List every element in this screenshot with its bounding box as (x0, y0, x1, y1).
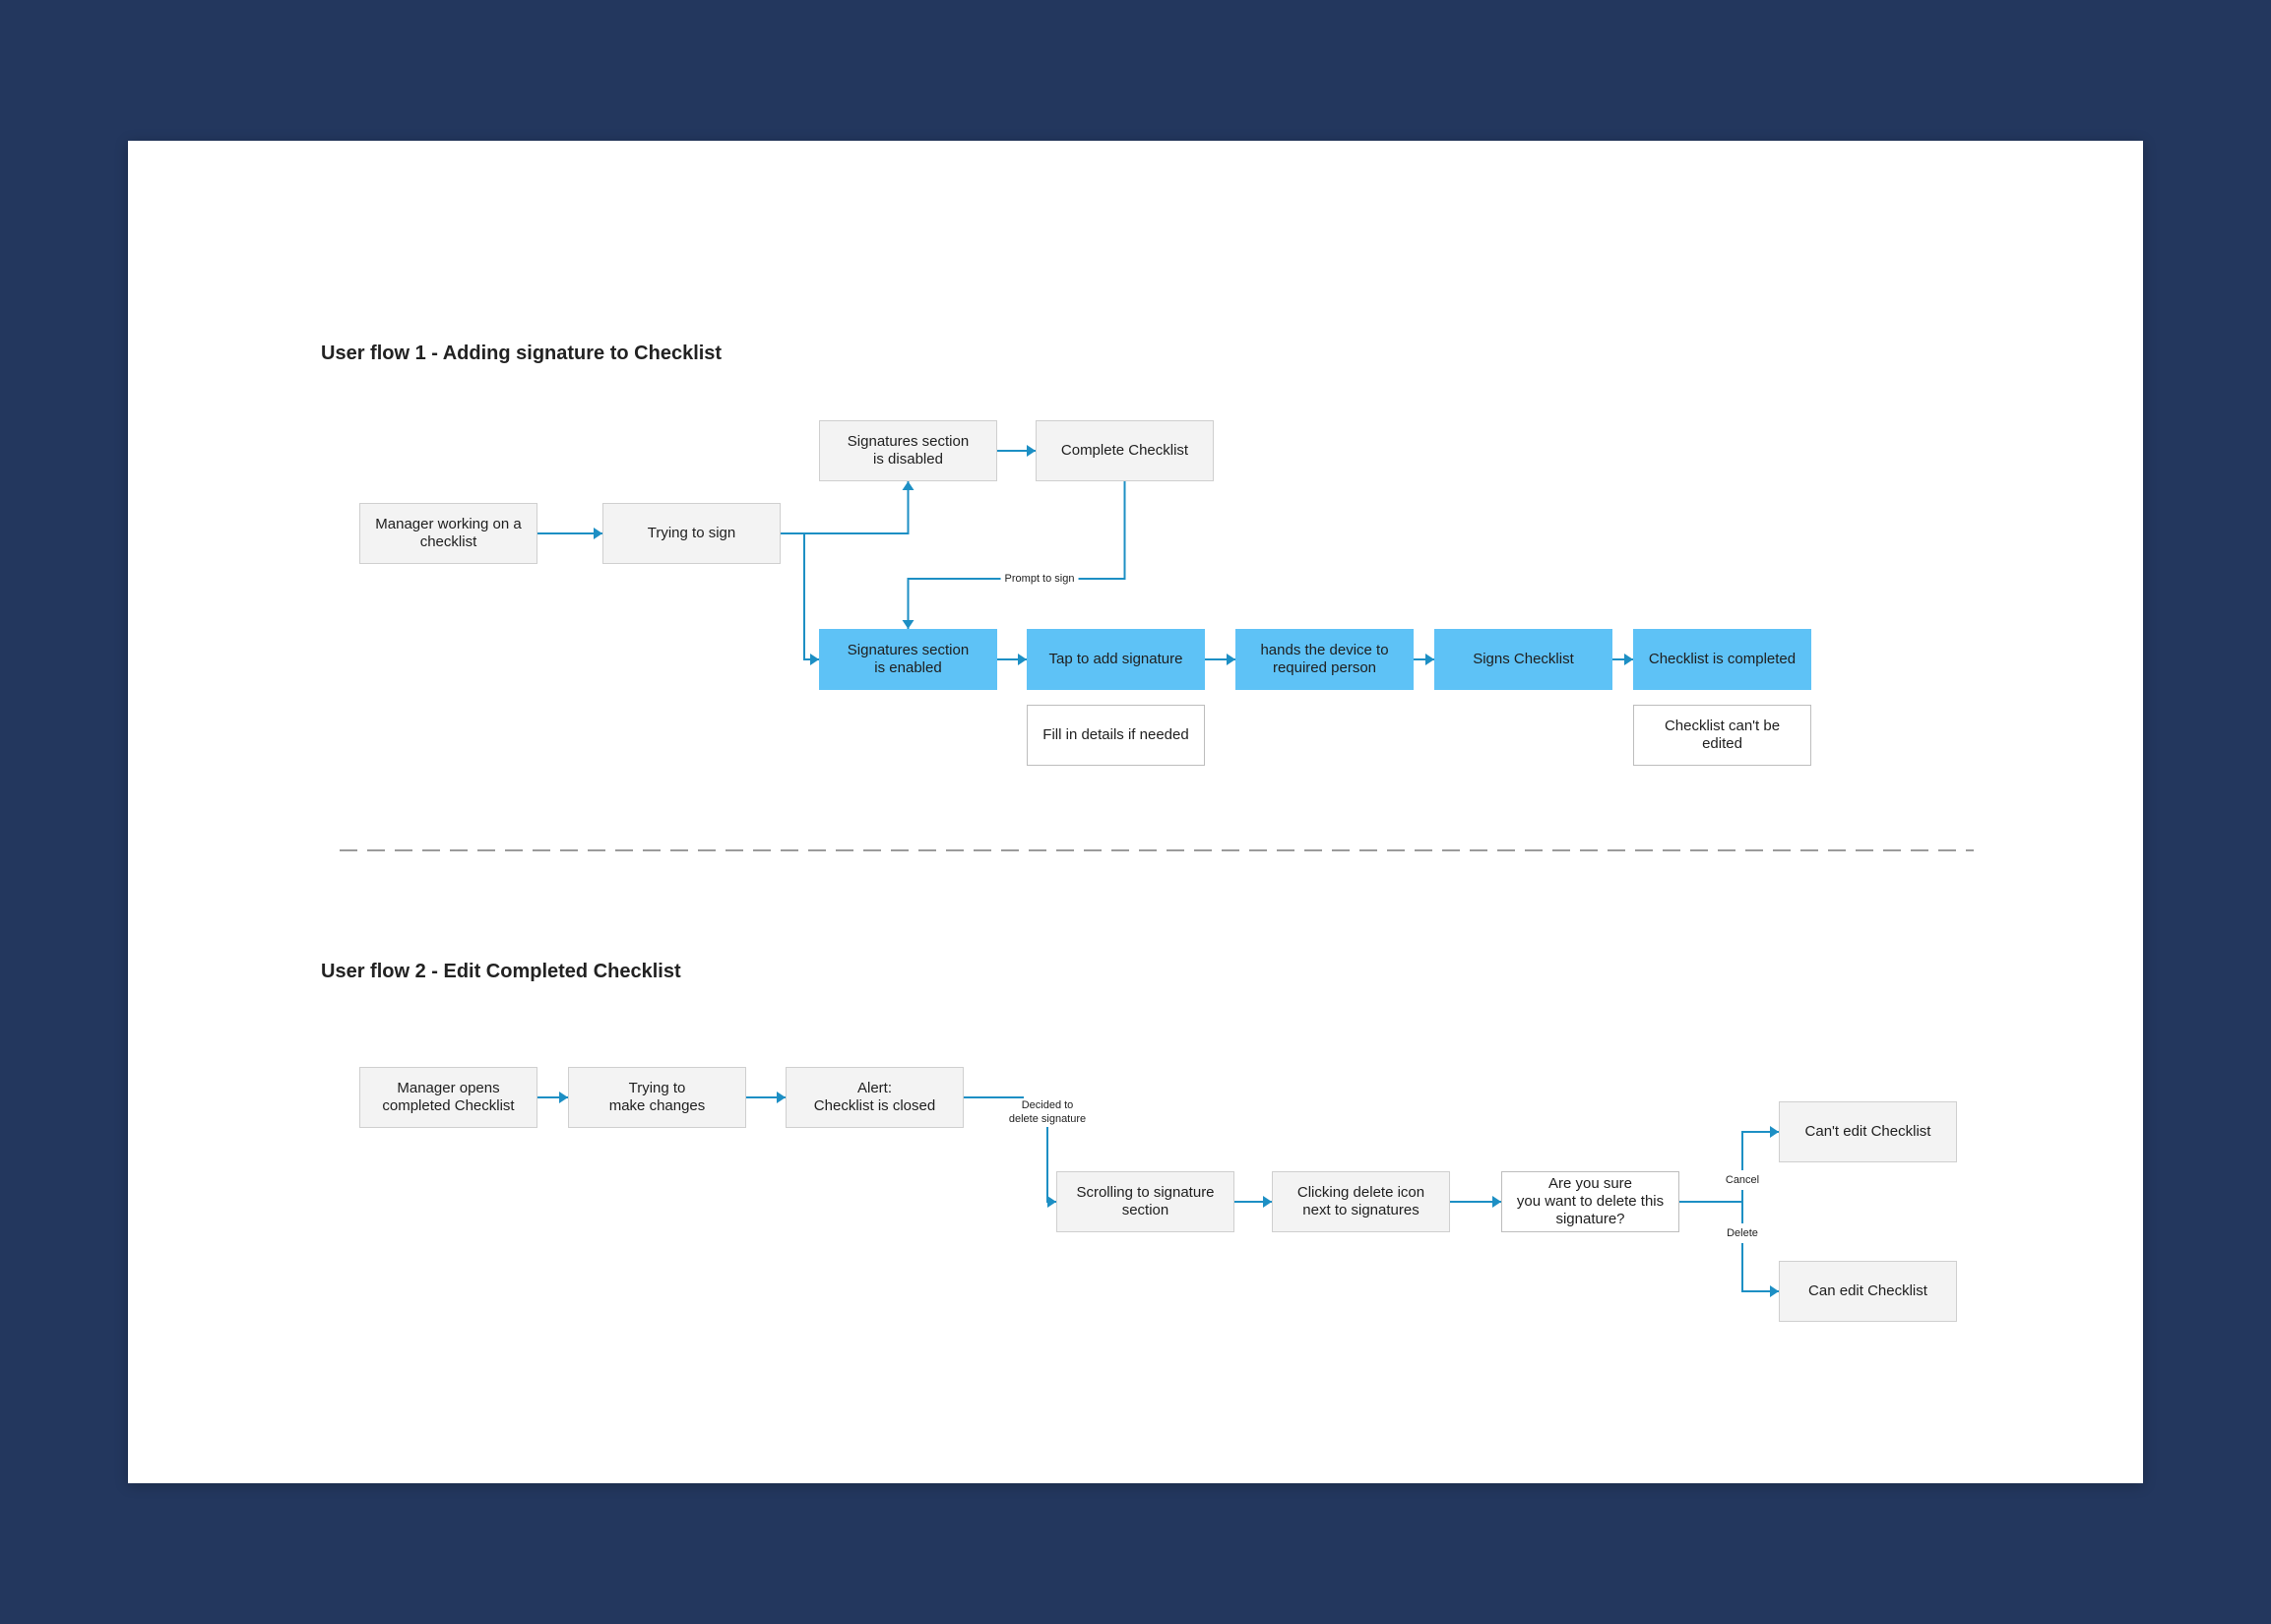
node-hands-device[interactable]: hands the device to required person (1235, 629, 1414, 690)
edge-label-prompt-to-sign: Prompt to sign (1000, 572, 1079, 586)
node-cant-edit[interactable]: Can't edit Checklist (1779, 1101, 1957, 1162)
edge-clicking-to-sure-arrowhead (1492, 1196, 1501, 1208)
node-cant-be-edited[interactable]: Checklist can't be edited (1633, 705, 1811, 766)
flow-divider (340, 849, 1974, 851)
flow2-title: User flow 2 - Edit Completed Checklist (321, 961, 681, 982)
node-fill-details[interactable]: Fill in details if needed (1027, 705, 1205, 766)
edge-label-cancel: Cancel (1721, 1173, 1764, 1187)
diagram-canvas: User flow 1 - Adding signature to Checkl… (128, 141, 2143, 1483)
edge-alert-to-scrolling-arrowhead (1047, 1196, 1056, 1208)
node-signatures-disabled[interactable]: Signatures section is disabled (819, 420, 997, 481)
edge-trying-to-disabled (781, 481, 910, 534)
edge-label-delete: Delete (1723, 1226, 1762, 1240)
edge-sure-to-can-edit-arrowhead (1770, 1285, 1779, 1297)
node-complete-checklist[interactable]: Complete Checklist (1036, 420, 1214, 481)
node-signs-checklist[interactable]: Signs Checklist (1434, 629, 1612, 690)
node-checklist-completed[interactable]: Checklist is completed (1633, 629, 1811, 690)
node-scrolling[interactable]: Scrolling to signature section (1056, 1171, 1234, 1232)
edge-label-decided-delete: Decided to delete signature (1004, 1098, 1091, 1126)
node-trying-changes[interactable]: Trying to make changes (568, 1067, 746, 1128)
node-clicking-delete[interactable]: Clicking delete icon next to signatures (1272, 1171, 1450, 1232)
edge-manager-to-trying-arrowhead (594, 528, 602, 539)
edge-scrolling-to-clicking-arrowhead (1263, 1196, 1272, 1208)
node-alert-closed[interactable]: Alert: Checklist is closed (786, 1067, 964, 1128)
edge-opens-to-trying-arrowhead (559, 1092, 568, 1103)
edge-disabled-to-complete-arrowhead (1027, 445, 1036, 457)
node-manager-working[interactable]: Manager working on a checklist (359, 503, 537, 564)
edge-trying-to-disabled-arrowhead (902, 481, 915, 490)
node-are-you-sure[interactable]: Are you sure you want to delete this sig… (1501, 1171, 1679, 1232)
edge-trying-to-alert-arrowhead (777, 1092, 786, 1103)
edge-enabled-to-tap-arrowhead (1018, 654, 1027, 665)
flow1-title: User flow 1 - Adding signature to Checkl… (321, 343, 723, 364)
edge-sure-to-can-edit (1741, 1243, 1779, 1292)
edge-signs-to-completed-arrowhead (1624, 654, 1633, 665)
node-manager-opens[interactable]: Manager opens completed Checklist (359, 1067, 537, 1128)
edge-sure-to-cant-edit-arrowhead (1770, 1126, 1779, 1138)
node-tap-add-signature[interactable]: Tap to add signature (1027, 629, 1205, 690)
edge-sure-to-cant-edit (1741, 1131, 1779, 1170)
edge-trying-to-enabled-arrowhead (810, 654, 819, 665)
node-trying-to-sign[interactable]: Trying to sign (602, 503, 781, 564)
node-can-edit[interactable]: Can edit Checklist (1779, 1261, 1957, 1322)
edge-hands-to-signs-arrowhead (1425, 654, 1434, 665)
edge-tap-to-hands-arrowhead (1227, 654, 1235, 665)
node-signatures-enabled[interactable]: Signatures section is enabled (819, 629, 997, 690)
edge-complete-to-enabled-arrowhead (902, 620, 915, 629)
